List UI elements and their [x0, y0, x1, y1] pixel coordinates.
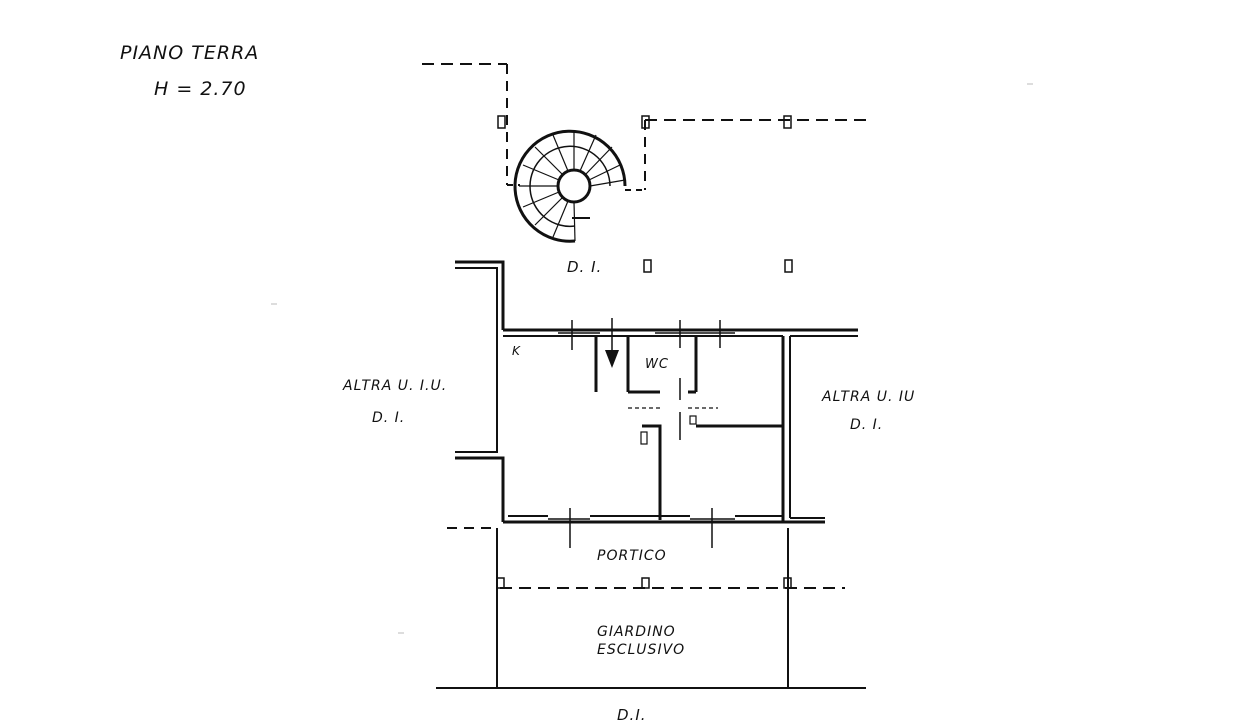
plan-title: PIANO TERRA — [120, 42, 260, 64]
spiral-staircase — [513, 129, 627, 243]
label-di-bottom: D.I. — [617, 706, 647, 724]
label-portico: PORTICO — [597, 548, 667, 564]
label-left-unit: ALTRA U. I.U. — [343, 378, 448, 394]
label-right-unit: ALTRA U. IU — [822, 389, 916, 405]
label-kitchen: K — [512, 344, 521, 358]
top-openings — [548, 320, 735, 548]
label-left-di: D. I. — [372, 410, 406, 426]
label-wc: WC — [645, 357, 669, 372]
label-garden-2: ESCLUSIVO — [597, 642, 686, 658]
ceiling-height: H = 2.70 — [154, 78, 247, 100]
label-right-di: D. I. — [850, 417, 884, 433]
terrace-pillars — [497, 115, 792, 129]
portico-boundary — [447, 527, 845, 688]
apartment-walls — [455, 260, 858, 524]
portico-pillars — [496, 577, 792, 589]
label-garden-1: GIARDINO — [597, 624, 676, 640]
upper-terrace — [422, 63, 868, 191]
interior-partitions — [594, 336, 783, 520]
scan-marks — [271, 83, 1033, 634]
stairs-down-arrow-icon — [605, 318, 619, 368]
mid-pillars — [643, 259, 793, 273]
label-di-top: D. I. — [567, 258, 603, 276]
